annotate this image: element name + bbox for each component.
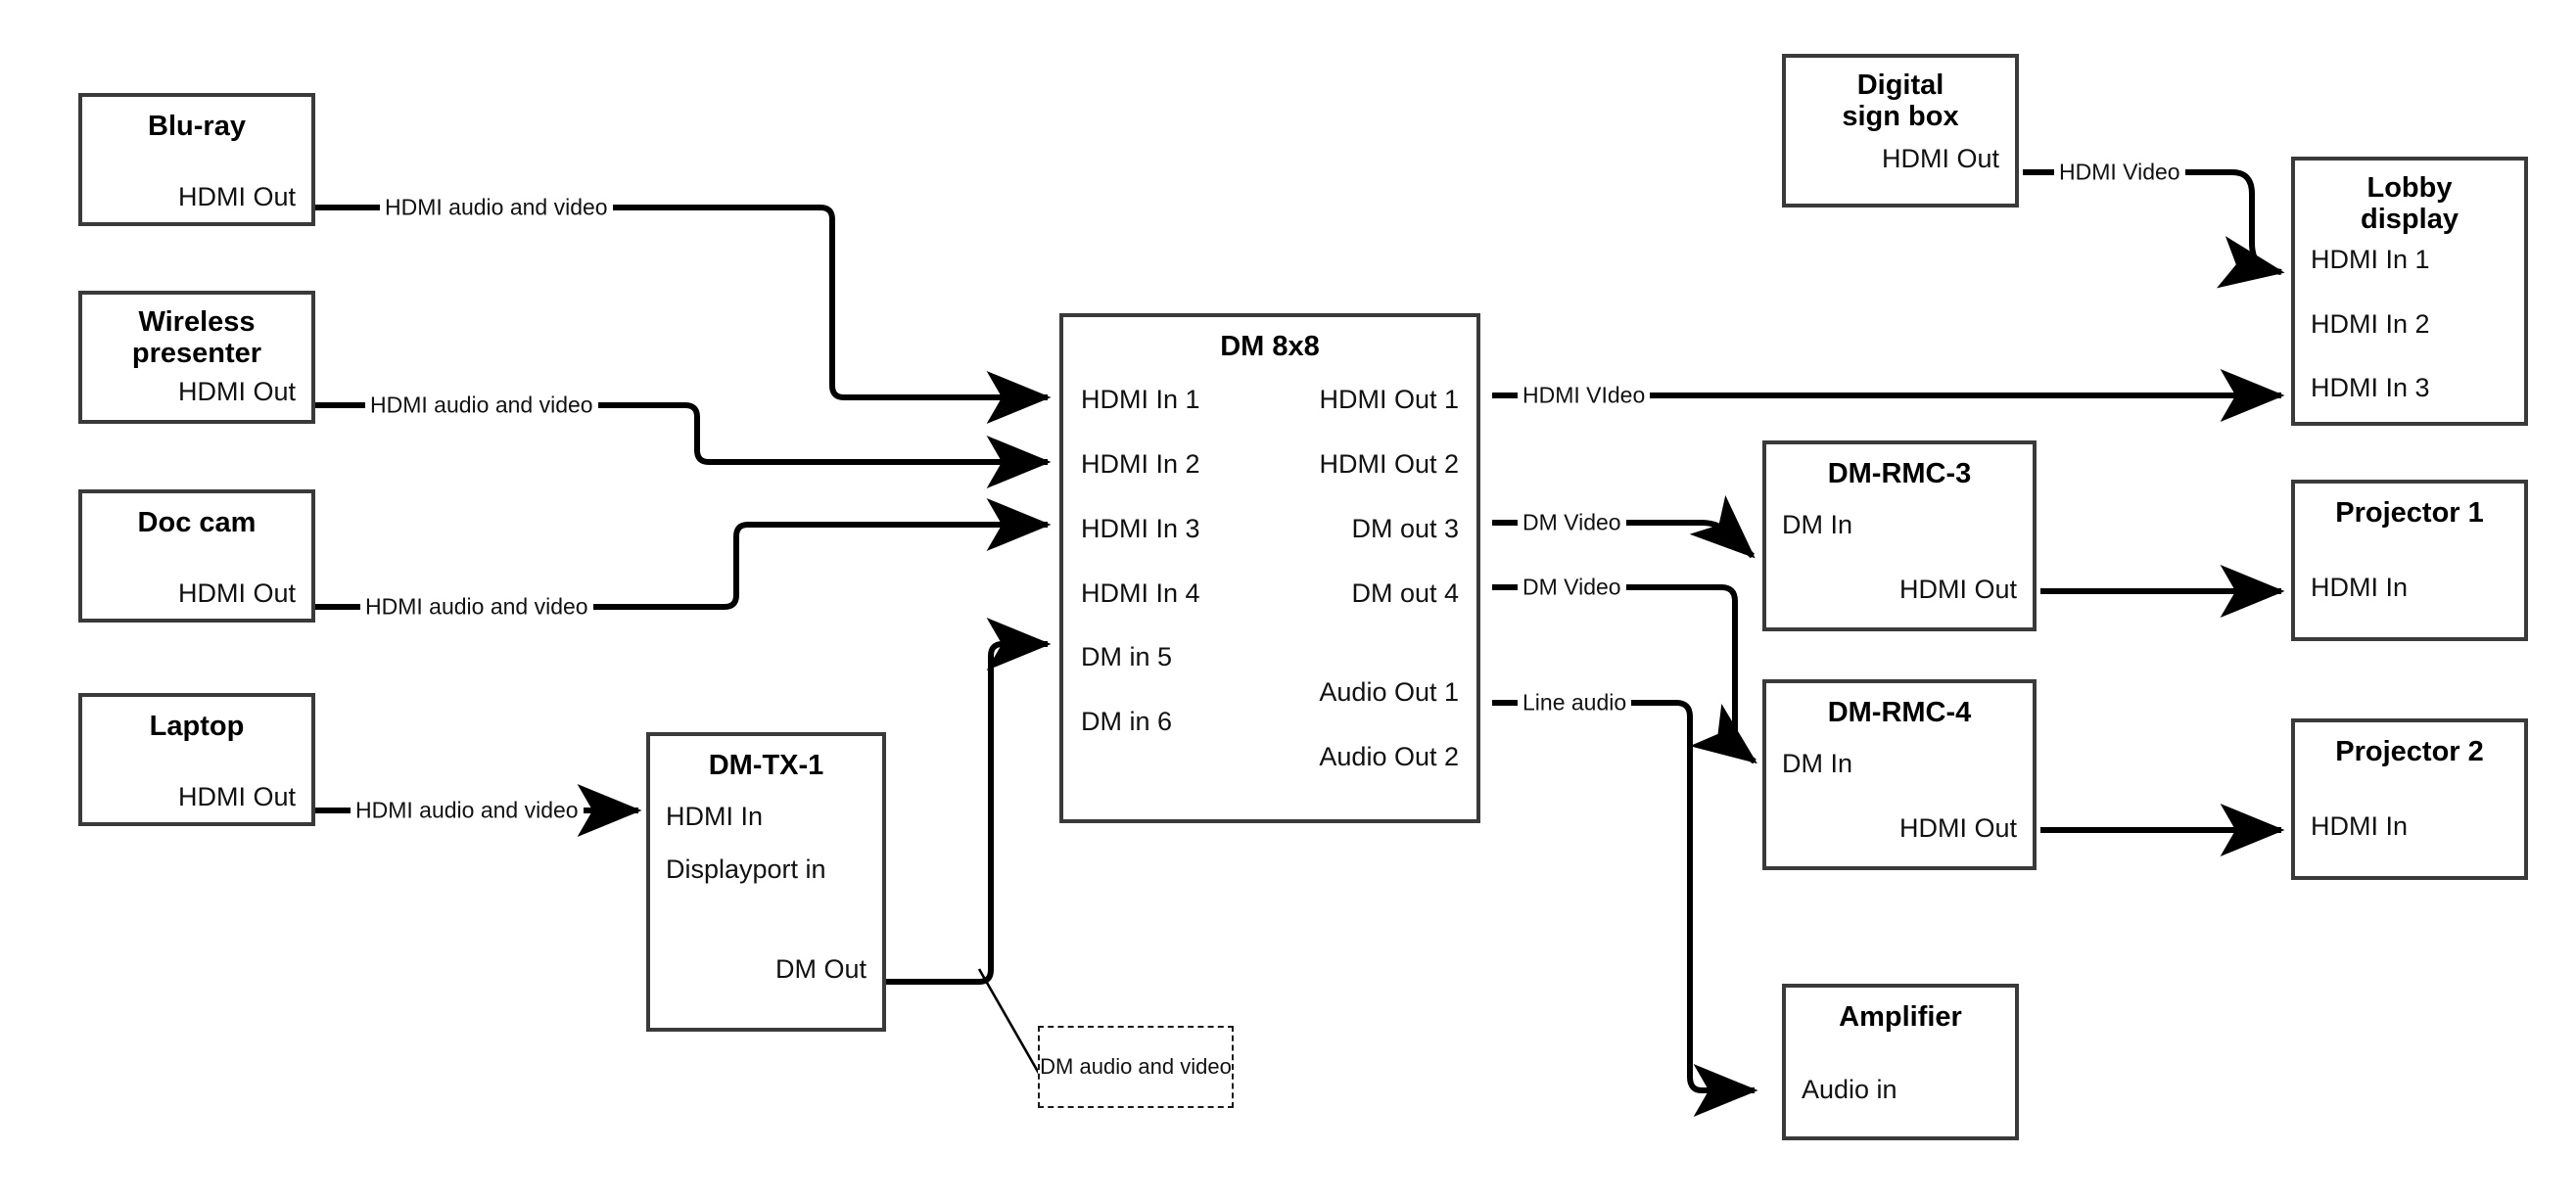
port-hdmi-out: HDMI Out bbox=[177, 376, 296, 406]
dm8x8-output-column: HDMI Out 1 HDMI Out 2 DM out 3 DM out 4 … bbox=[1319, 386, 1459, 771]
node-title: Doc cam bbox=[137, 507, 257, 538]
node-projector-1[interactable]: Projector 1 HDMI In bbox=[2291, 480, 2528, 641]
port-dm-out: DM Out bbox=[774, 953, 866, 984]
node-title: DM-TX-1 bbox=[708, 750, 824, 781]
port-dm-in-6: DM in 6 bbox=[1081, 706, 1173, 736]
callout-dm-audio-and-video: DM audio and video bbox=[1038, 1026, 1234, 1108]
port-audio-out-1: Audio Out 1 bbox=[1319, 677, 1459, 708]
wire-label-bluray: HDMI audio and video bbox=[380, 194, 613, 221]
port-hdmi-out-1: HDMI Out 1 bbox=[1319, 385, 1459, 415]
port-audio-in: Audio in bbox=[1802, 1075, 1897, 1105]
node-title: DM-RMC-4 bbox=[1827, 697, 1972, 728]
node-laptop[interactable]: Laptop HDMI Out bbox=[78, 693, 315, 826]
node-dm-rmc-3[interactable]: DM-RMC-3 DM In HDMI Out bbox=[1762, 440, 2037, 631]
port-hdmi-in: HDMI In bbox=[2311, 811, 2409, 842]
wire-doccam-to-dm8x8 bbox=[315, 498, 1052, 610]
wire-label-hdmi-video-out1: HDMI VIdeo bbox=[1518, 382, 1651, 409]
node-title: Wireless presenter bbox=[131, 306, 262, 370]
node-title: Lobby display bbox=[2361, 172, 2459, 236]
port-hdmi-in: HDMI In bbox=[2311, 573, 2409, 603]
port-hdmi-in-1: HDMI In 1 bbox=[2311, 244, 2430, 274]
port-hdmi-in-2: HDMI In 2 bbox=[1081, 449, 1200, 480]
port-hdmi-out: HDMI Out bbox=[1898, 575, 2017, 605]
wire-label-dm-video-4: DM Video bbox=[1518, 574, 1626, 601]
node-title: DM-RMC-3 bbox=[1827, 458, 1972, 489]
wire-dm8x8-to-dmrmc3 bbox=[1492, 494, 1756, 559]
node-projector-2[interactable]: Projector 2 HDMI In bbox=[2291, 718, 2528, 880]
node-wireless-presenter[interactable]: Wireless presenter HDMI Out bbox=[78, 291, 315, 424]
port-dm-in: DM In bbox=[1782, 749, 1853, 779]
port-hdmi-out-2: HDMI Out 2 bbox=[1319, 449, 1459, 480]
port-hdmi-in-4: HDMI In 4 bbox=[1081, 577, 1200, 608]
node-bluray[interactable]: Blu-ray HDMI Out bbox=[78, 93, 315, 226]
port-dm-out-4: DM out 4 bbox=[1351, 577, 1459, 608]
node-title: Blu-ray bbox=[148, 111, 246, 142]
node-title: Laptop bbox=[149, 711, 245, 742]
wire-dm8x8-to-dmrmc4 bbox=[1492, 584, 1757, 764]
node-dm-8x8[interactable]: DM 8x8 HDMI In 1 HDMI In 2 HDMI In 3 HDM… bbox=[1059, 313, 1480, 823]
wire-label-line-audio: Line audio bbox=[1518, 689, 1632, 716]
port-hdmi-out: HDMI Out bbox=[1898, 813, 2017, 844]
wire-digitalsign-to-lobby bbox=[2023, 169, 2285, 289]
wire-label-hdmi-video-sign: HDMI Video bbox=[2054, 159, 2185, 186]
port-hdmi-in-2: HDMI In 2 bbox=[2311, 308, 2430, 339]
port-hdmi-in-1: HDMI In 1 bbox=[1081, 385, 1200, 415]
dm8x8-input-column: HDMI In 1 HDMI In 2 HDMI In 3 HDMI In 4 … bbox=[1081, 386, 1200, 771]
port-dm-out-3: DM out 3 bbox=[1351, 513, 1459, 543]
node-amplifier[interactable]: Amplifier Audio in bbox=[1782, 984, 2019, 1140]
port-hdmi-in-3: HDMI In 3 bbox=[2311, 373, 2430, 403]
port-displayport-in: Displayport in bbox=[666, 855, 826, 885]
port-dm-in-5: DM in 5 bbox=[1081, 642, 1173, 672]
node-title: Projector 1 bbox=[2335, 497, 2484, 529]
node-lobby-display[interactable]: Lobby display HDMI In 1 HDMI In 2 HDMI I… bbox=[2291, 157, 2528, 426]
wire-label-laptop: HDMI audio and video bbox=[351, 797, 584, 824]
port-dm-in: DM In bbox=[1782, 510, 1853, 540]
node-doc-cam[interactable]: Doc cam HDMI Out bbox=[78, 489, 315, 623]
port-hdmi-out: HDMI Out bbox=[177, 782, 296, 812]
wire-dmtx1-to-dm8x8 bbox=[886, 618, 1052, 985]
wire-label-doccam: HDMI audio and video bbox=[360, 593, 593, 621]
wire-label-wireless: HDMI audio and video bbox=[365, 392, 598, 419]
callout-leader-line bbox=[977, 968, 1043, 1078]
node-dm-rmc-4[interactable]: DM-RMC-4 DM In HDMI Out bbox=[1762, 679, 2037, 870]
callout-text: DM audio and video bbox=[1040, 1054, 1232, 1080]
wire-bluray-to-dm8x8 bbox=[315, 205, 1052, 424]
node-title: Amplifier bbox=[1839, 1001, 1962, 1033]
node-title: DM 8x8 bbox=[1220, 331, 1320, 362]
port-hdmi-in-3: HDMI In 3 bbox=[1081, 513, 1200, 543]
port-audio-out-2: Audio Out 2 bbox=[1319, 741, 1459, 771]
port-hdmi-in: HDMI In bbox=[666, 802, 764, 832]
wire-dm8x8-to-amplifier bbox=[1492, 700, 1758, 1117]
port-hdmi-out: HDMI Out bbox=[177, 578, 296, 609]
port-hdmi-out: HDMI Out bbox=[1881, 143, 1999, 173]
wire-wireless-to-dm8x8 bbox=[315, 402, 1052, 488]
node-title: Projector 2 bbox=[2335, 736, 2484, 767]
node-digital-sign-box[interactable]: Digital sign box HDMI Out bbox=[1782, 54, 2019, 208]
wire-label-dm-video-3: DM Video bbox=[1518, 509, 1626, 536]
node-title: Digital sign box bbox=[1842, 69, 1959, 133]
port-hdmi-out: HDMI Out bbox=[177, 182, 296, 212]
node-dm-tx-1[interactable]: DM-TX-1 HDMI In Displayport in DM Out bbox=[646, 732, 886, 1032]
